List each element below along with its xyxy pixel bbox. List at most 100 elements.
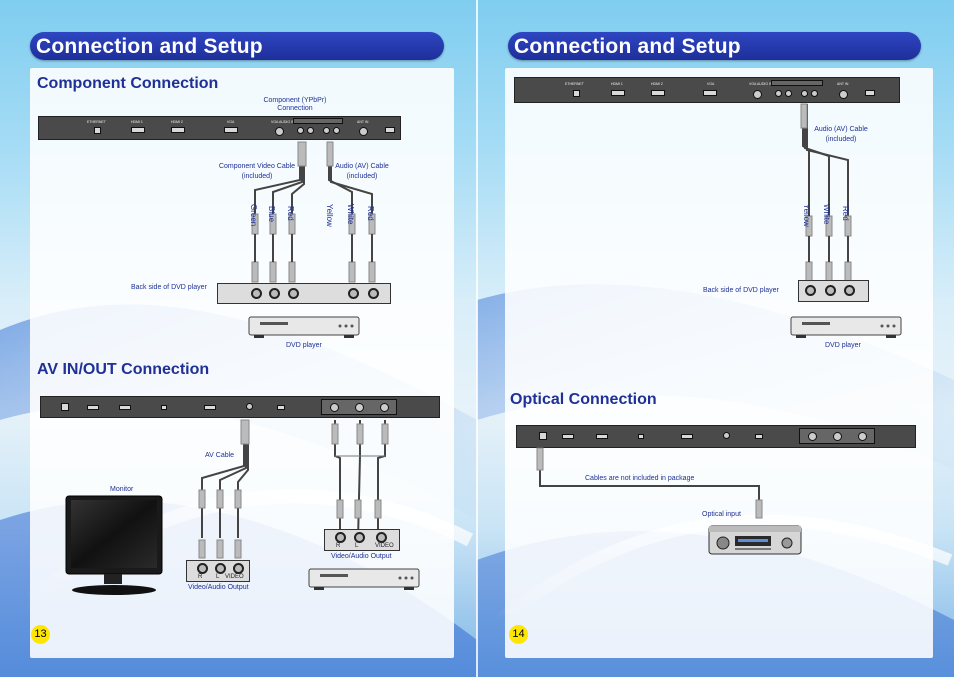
- dvd-output-jack: [368, 288, 379, 299]
- side-port: [562, 434, 574, 439]
- dvd-back-panel: [798, 280, 869, 302]
- vga-label: VGA: [707, 82, 715, 86]
- monitor-label: Monitor: [110, 486, 134, 493]
- side-port: [161, 405, 167, 410]
- av-receiver-image: [708, 525, 802, 555]
- av-cables: [198, 419, 389, 559]
- page-divider: [476, 0, 478, 677]
- dvd-label: DVD player: [825, 342, 861, 349]
- jack-label: VIDEO: [225, 574, 244, 580]
- av-jack: [833, 432, 842, 441]
- monitor-input-panel: R L VIDEO: [186, 560, 250, 582]
- jack-label: L: [355, 543, 359, 549]
- side-port: [61, 403, 69, 411]
- ant-in-label: ANT IN: [357, 120, 369, 124]
- component-cable-label: Component Video Cable (included): [218, 163, 296, 180]
- dvd-player-image: [308, 568, 420, 590]
- side-jack: [723, 432, 730, 439]
- vga-audio-label: VGA AUDIO IN: [749, 82, 773, 86]
- dvd-output-jack: [251, 288, 262, 299]
- page-number: 13: [31, 625, 50, 644]
- audio-cable-label: Audio (AV) Cable (included): [335, 163, 389, 180]
- ethernet-label: ETHERNET: [565, 82, 584, 86]
- component-port-group: [293, 118, 343, 124]
- optical-input-label: Optical input: [702, 511, 741, 518]
- page-right: Connection and Setup ETHERNET HDMI 1 HDM…: [477, 0, 954, 677]
- tv-back-panel: ETHERNET HDMI 1 HDMI 2 VGA VGA AUDIO IN …: [38, 116, 401, 140]
- dvd-output-jack: [269, 288, 280, 299]
- vga-port: [703, 90, 717, 96]
- dvd-output-jack: [288, 288, 299, 299]
- component-jack: [775, 90, 782, 97]
- dvd-output-jack: [825, 285, 836, 296]
- page-title: Connection and Setup: [36, 35, 263, 58]
- vga-audio-label: VGA AUDIO IN: [271, 120, 295, 124]
- hdmi1-port: [611, 90, 625, 96]
- hdmi2-label: HDMI 2: [171, 120, 183, 124]
- vga-label: VGA: [227, 120, 235, 124]
- vga-audio-jack: [275, 127, 284, 136]
- output-jack: [376, 532, 387, 543]
- av-jack: [330, 403, 339, 412]
- dvd-output-jack: [805, 285, 816, 296]
- hdmi1-label: HDMI 1: [131, 120, 143, 124]
- usb-port: [385, 127, 395, 133]
- jack-label: R: [198, 574, 203, 580]
- usb-port: [865, 90, 875, 96]
- side-port: [87, 405, 99, 410]
- cables-note: Cables are not included in package: [585, 475, 695, 482]
- vga-audio-jack: [753, 90, 762, 99]
- dvd-output-jack: [844, 285, 855, 296]
- component-port-label: Component (YPbPr) Connection: [263, 97, 327, 112]
- component-jack: [785, 90, 792, 97]
- tv-side-panel: [40, 396, 440, 418]
- ethernet-port: [573, 90, 580, 97]
- component-jack: [297, 127, 304, 134]
- side-port: [755, 434, 763, 439]
- side-port: [681, 434, 693, 439]
- output-jack: [354, 532, 365, 543]
- hdmi2-port: [171, 127, 185, 133]
- page-title: Connection and Setup: [514, 35, 741, 58]
- hdmi2-port: [651, 90, 665, 96]
- av-jack: [858, 432, 867, 441]
- content-panel: [505, 68, 933, 658]
- jack-label: R: [336, 543, 341, 549]
- side-port: [596, 434, 608, 439]
- dvd-back-label: Back side of DVD player: [131, 284, 207, 291]
- audio-jack: [811, 90, 818, 97]
- section-title-av: AV IN/OUT Connection: [37, 361, 210, 378]
- av-cable-label: AV Cable: [205, 452, 235, 459]
- component-port-group: [771, 80, 823, 86]
- av-jack: [808, 432, 817, 441]
- monitor-image: [65, 495, 163, 595]
- output-jack: [233, 563, 244, 574]
- dvd-back-label: Back side of DVD player: [703, 287, 779, 294]
- ant-in-label: ANT IN: [837, 82, 849, 86]
- jack-label: VIDEO: [375, 543, 394, 549]
- output-jack: [197, 563, 208, 574]
- audio-cable-label: Audio (AV) Cable (included): [814, 126, 868, 143]
- section-title-optical: Optical Connection: [510, 391, 657, 408]
- side-port: [119, 405, 131, 410]
- page-number: 14: [509, 625, 528, 644]
- hdmi2-label: HDMI 2: [651, 82, 663, 86]
- component-jack: [307, 127, 314, 134]
- side-port: [277, 405, 285, 410]
- av-jack: [380, 403, 389, 412]
- dvd-output-panel: R L VIDEO: [324, 529, 400, 551]
- hdmi1-port: [131, 127, 145, 133]
- dvd-output-jack: [348, 288, 359, 299]
- output-jack: [335, 532, 346, 543]
- output-label-left: Video/Audio Output: [188, 584, 249, 591]
- antenna-jack: [359, 127, 368, 136]
- hdmi1-label: HDMI 1: [611, 82, 623, 86]
- optical-port: [539, 432, 547, 440]
- optical-cable: [536, 447, 763, 519]
- jack-label: L: [216, 574, 220, 580]
- side-port: [638, 434, 644, 439]
- tv-side-panel: [516, 425, 916, 448]
- output-label-right: Video/Audio Output: [331, 553, 392, 560]
- header-bar: Connection and Setup: [508, 32, 921, 60]
